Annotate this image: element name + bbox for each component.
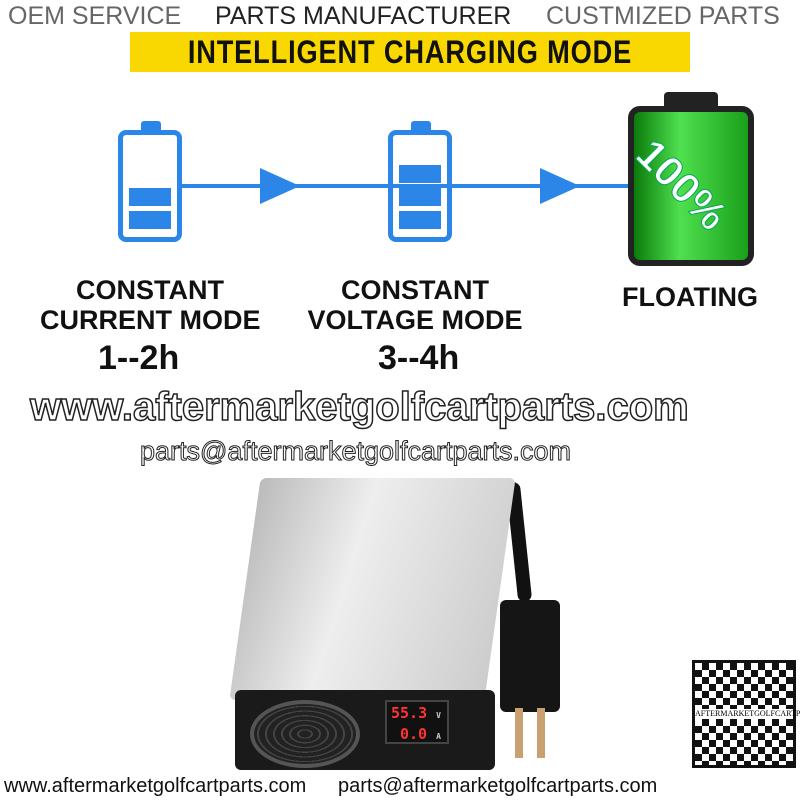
volt-unit: V <box>436 711 441 720</box>
voltage-display: 55.3 V 0.0 A <box>385 700 449 744</box>
mode-line: CURRENT MODE <box>40 305 261 335</box>
footer-email: parts@aftermarketgolfcartparts.com <box>338 775 658 797</box>
flow-line <box>180 184 630 188</box>
arrow-icon <box>540 168 580 204</box>
charger-body <box>229 478 516 700</box>
mode-line: VOLTAGE MODE <box>307 305 523 335</box>
percent-label: 100% <box>627 130 737 240</box>
current-readout: 0.0 <box>400 725 428 743</box>
title-text: INTELLIGENT CHARGING MODE <box>187 34 633 70</box>
qr-code[interactable]: AFTERMARKETGOLFCARTPARTS <box>692 660 800 768</box>
duration-current: 1--2h <box>98 339 180 377</box>
arrow-icon <box>260 168 300 204</box>
amp-unit: A <box>436 732 441 741</box>
watermark-email: parts@aftermarketgolfcartparts.com <box>139 436 572 467</box>
mode-line: CONSTANT <box>341 275 489 305</box>
step-floating: FLOATING <box>622 282 758 312</box>
battery-full-icon: 100% <box>627 92 754 266</box>
battery-mid-icon <box>388 121 452 242</box>
voltage-readout: 55.3 <box>391 704 428 722</box>
plug-prong <box>515 708 523 758</box>
plug-prong <box>537 708 545 758</box>
duration-voltage: 3--4h <box>378 339 460 377</box>
plug-connector <box>500 600 560 712</box>
watermark-site: www.aftermarketgolfcartparts.com <box>29 384 689 430</box>
header-tagline: OEM SERVICE PARTS MANUFACTURER CUSTMIZED… <box>0 2 800 30</box>
tagline-oem: OEM SERVICE <box>8 2 182 30</box>
mode-line: CONSTANT <box>76 275 224 305</box>
qr-label: AFTERMARKETGOLFCARTPARTS <box>695 709 800 719</box>
fan-icon <box>250 700 360 768</box>
title-banner: INTELLIGENT CHARGING MODE <box>130 32 690 72</box>
tagline-manufacturer: PARTS MANUFACTURER <box>215 2 512 30</box>
footer-site: www.aftermarketgolfcartparts.com <box>4 775 307 797</box>
tagline-custom: CUSTMIZED PARTS <box>546 2 780 30</box>
battery-low-icon <box>118 121 182 242</box>
